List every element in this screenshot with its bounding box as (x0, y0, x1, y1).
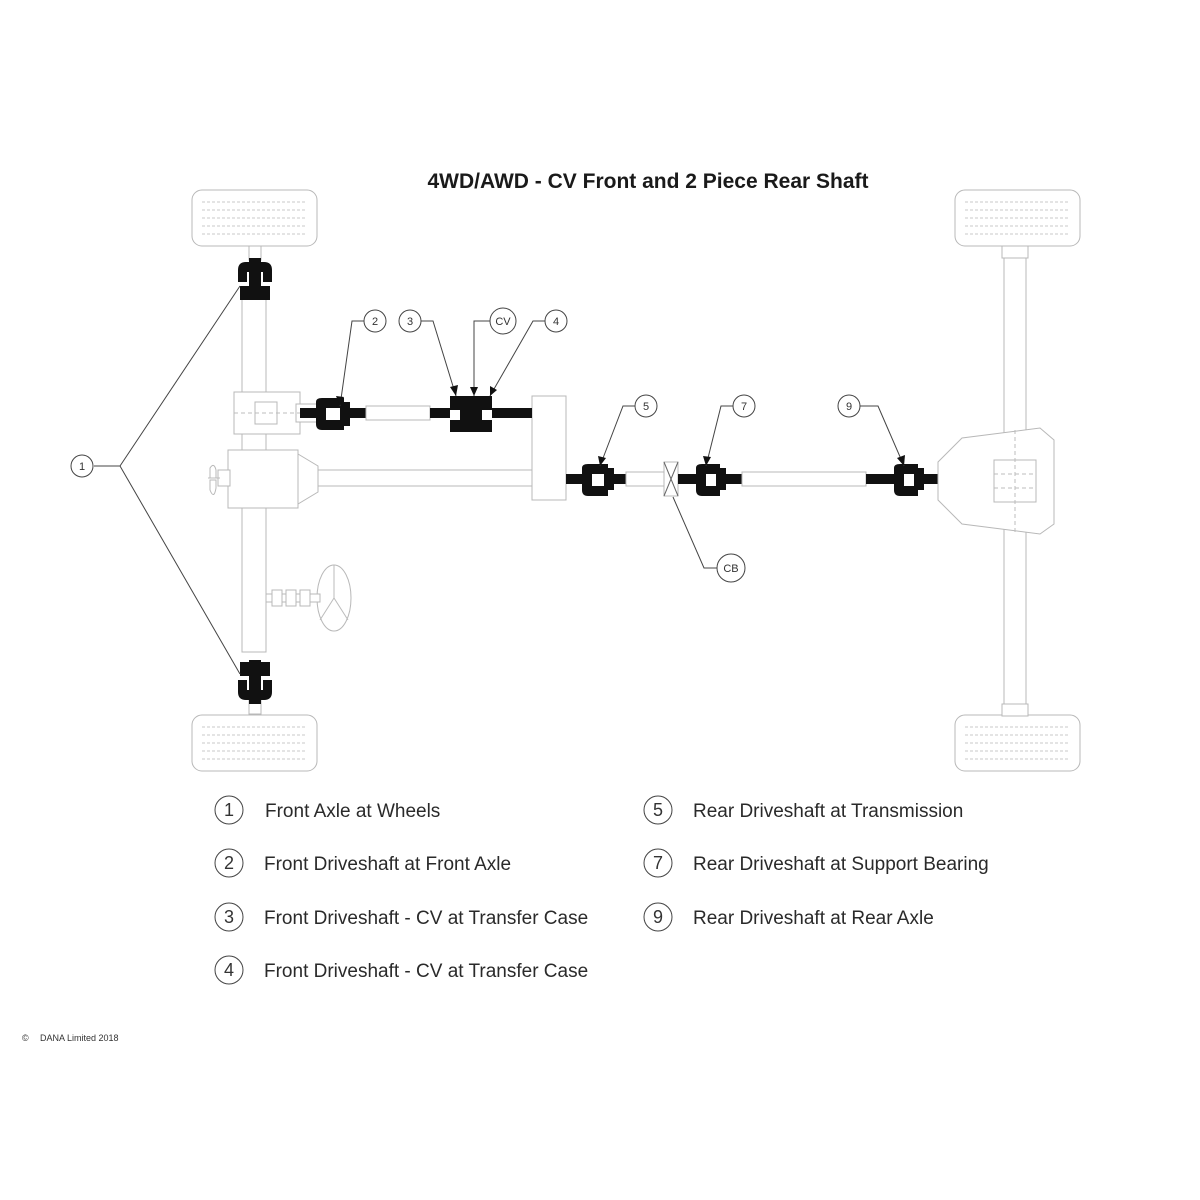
callout-9-label: 9 (846, 401, 852, 413)
front-right-tire (191, 714, 318, 772)
callout-cb-label: CB (723, 563, 738, 575)
callout-2-label: 2 (372, 316, 378, 328)
copyright: © DANA Limited 2018 (22, 1033, 119, 1043)
legend-item-number: 5 (653, 800, 663, 820)
callout-3: 3 (398, 309, 458, 397)
rear-axle (937, 189, 1081, 772)
callout-7-label: 7 (741, 401, 747, 413)
legend-item: 9 Rear Driveshaft at Rear Axle (643, 902, 934, 932)
callout-3-label: 3 (407, 316, 413, 328)
front-driveshaft (300, 396, 532, 432)
rear-left-tire (954, 189, 1081, 247)
callout-1-leaders: 1 (70, 285, 241, 675)
legend-item-text: Front Driveshaft at Front Axle (264, 854, 511, 875)
rear-right-tire (954, 714, 1081, 772)
callout-cb: CB (672, 496, 746, 583)
callout-7: 7 (703, 394, 756, 467)
rear-driveshaft (566, 461, 940, 497)
front-left-tire (191, 189, 318, 247)
legend-item-text: Front Axle at Wheels (265, 801, 440, 822)
legend-item-number: 2 (224, 853, 234, 873)
callout-5-label: 5 (643, 401, 649, 413)
legend-item-number: 9 (653, 907, 663, 927)
callout-4: 4 (489, 309, 568, 397)
legend-item-number: 7 (653, 853, 663, 873)
callout-5: 5 (598, 394, 658, 467)
engine-transmission (208, 449, 533, 509)
legend-item: 2 Front Driveshaft at Front Axle (214, 848, 511, 878)
diagram-title: 4WD/AWD - CV Front and 2 Piece Rear Shaf… (427, 170, 868, 193)
steering-wheel (265, 564, 352, 632)
legend: 1 Front Axle at Wheels 2 Front Driveshaf… (214, 795, 989, 985)
legend-item: 4 Front Driveshaft - CV at Transfer Case (214, 955, 588, 985)
legend-item-text: Front Driveshaft - CV at Transfer Case (264, 908, 588, 929)
legend-item-number: 3 (224, 907, 234, 927)
copyright-text: DANA Limited 2018 (40, 1033, 119, 1043)
callout-2: 2 (336, 309, 387, 407)
legend-item-text: Rear Driveshaft at Transmission (693, 801, 963, 822)
front-axle-ujoint-top (238, 258, 272, 300)
callout-4-label: 4 (553, 316, 559, 328)
callout-1-label: 1 (79, 461, 85, 473)
legend-item-text: Rear Driveshaft at Rear Axle (693, 908, 934, 929)
transfer-case (531, 395, 567, 501)
legend-item-number: 4 (224, 960, 234, 980)
legend-item: 3 Front Driveshaft - CV at Transfer Case (214, 902, 588, 932)
legend-item: 7 Rear Driveshaft at Support Bearing (643, 848, 989, 878)
legend-item: 1 Front Axle at Wheels (214, 795, 440, 825)
callout-9: 9 (837, 394, 905, 467)
front-axle-ujoint-bottom (238, 660, 272, 704)
legend-item: 5 Rear Driveshaft at Transmission (643, 795, 963, 825)
copyright-symbol: © (22, 1033, 29, 1043)
callout-cv: CV (470, 307, 517, 396)
legend-item-text: Rear Driveshaft at Support Bearing (693, 854, 989, 875)
legend-item-text: Front Driveshaft - CV at Transfer Case (264, 961, 588, 982)
legend-item-number: 1 (224, 800, 234, 820)
callout-cv-label: CV (495, 316, 511, 328)
